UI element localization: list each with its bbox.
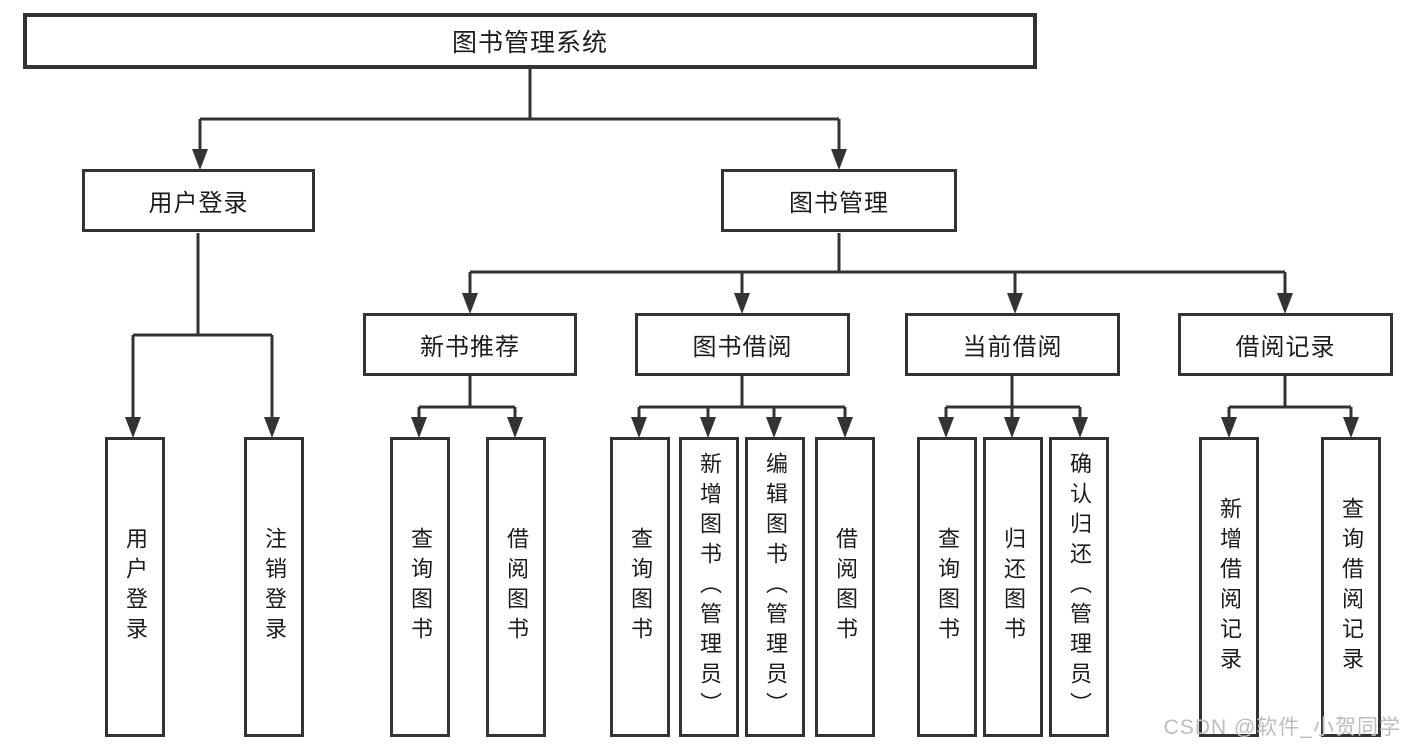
leaf-borrow-books-borrowing: 借阅图书 bbox=[815, 437, 875, 737]
node-label: 借阅记录 bbox=[1235, 334, 1336, 361]
node-label: 用户登录 bbox=[148, 190, 249, 217]
leaf-query-borrow-record: 查询借阅记录 bbox=[1321, 437, 1381, 737]
node-book-management: 图书管理 bbox=[721, 169, 957, 232]
node-user-login: 用户登录 bbox=[82, 169, 315, 232]
arrowheads bbox=[125, 149, 1359, 438]
leaf-edit-book-admin: 编辑图书（管理员） bbox=[745, 437, 805, 737]
node-label: 图书借阅 bbox=[692, 334, 793, 361]
node-new-book-recommend: 新书推荐 bbox=[363, 313, 577, 376]
leaf-query-books-current: 查询图书 bbox=[917, 437, 977, 737]
leaf-label: 查询借阅记录 bbox=[1339, 497, 1364, 677]
leaf-label: 查询图书 bbox=[628, 527, 653, 647]
leaf-label: 查询图书 bbox=[935, 527, 960, 647]
leaf-confirm-return-admin: 确认归还（管理员） bbox=[1049, 437, 1109, 737]
leaf-label: 注销登录 bbox=[262, 527, 287, 647]
node-label: 图书管理 bbox=[789, 190, 889, 217]
leaf-label: 借阅图书 bbox=[833, 527, 858, 647]
node-borrow-records: 借阅记录 bbox=[1178, 313, 1393, 376]
leaf-label: 确认归还（管理员） bbox=[1067, 452, 1092, 722]
node-label: 当前借阅 bbox=[962, 334, 1063, 361]
leaf-label: 新增图书（管理员） bbox=[697, 452, 722, 722]
node-library-management-system: 图书管理系统 bbox=[23, 13, 1037, 69]
leaf-user-login: 用户登录 bbox=[105, 437, 165, 737]
leaf-query-books-borrowing: 查询图书 bbox=[610, 437, 670, 737]
leaf-add-book-admin: 新增图书（管理员） bbox=[679, 437, 739, 737]
node-label: 图书管理系统 bbox=[451, 29, 608, 57]
leaf-label: 归还图书 bbox=[1001, 527, 1026, 647]
node-label: 新书推荐 bbox=[420, 334, 520, 361]
leaf-logout: 注销登录 bbox=[244, 437, 304, 737]
leaf-borrow-books-recommend: 借阅图书 bbox=[486, 437, 546, 737]
leaf-label: 编辑图书（管理员） bbox=[763, 452, 788, 722]
leaf-label: 用户登录 bbox=[123, 527, 148, 647]
leaf-label: 查询图书 bbox=[408, 527, 433, 647]
node-book-borrowing: 图书借阅 bbox=[635, 313, 850, 376]
node-current-borrowing: 当前借阅 bbox=[905, 313, 1120, 376]
csdn-watermark: CSDN @软件_小贺同学 bbox=[1163, 716, 1401, 739]
leaf-add-borrow-record: 新增借阅记录 bbox=[1199, 437, 1259, 737]
leaf-label: 新增借阅记录 bbox=[1217, 497, 1242, 677]
leaf-label: 借阅图书 bbox=[504, 527, 529, 647]
leaf-query-books-recommend: 查询图书 bbox=[390, 437, 450, 737]
leaf-return-book: 归还图书 bbox=[983, 437, 1043, 737]
